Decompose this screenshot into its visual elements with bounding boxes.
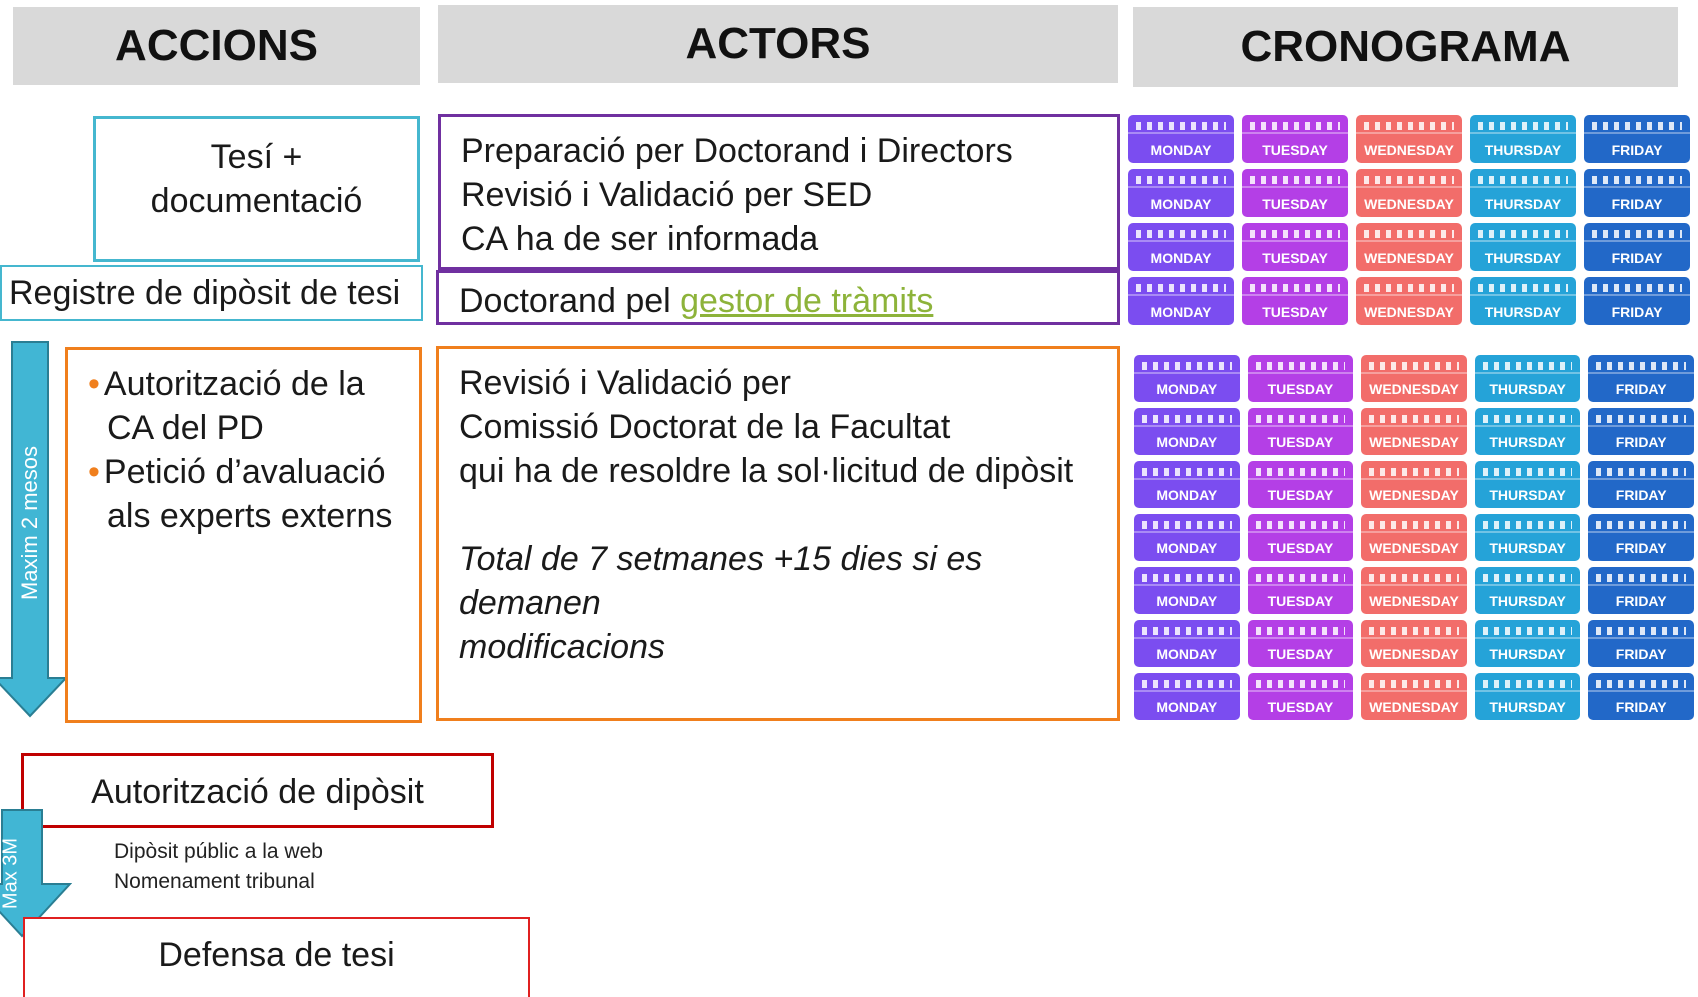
calendar-day-wednesday: WEDNESDAY: [1361, 461, 1467, 508]
calendar-day-thursday: THURSDAY: [1470, 169, 1576, 217]
calendar-day-friday: FRIDAY: [1584, 223, 1690, 271]
calendar-day-wednesday: WEDNESDAY: [1356, 277, 1462, 325]
calendar-day-thursday: THURSDAY: [1474, 355, 1581, 402]
calendar-day-wednesday: WEDNESDAY: [1361, 355, 1467, 402]
calendar-day-thursday: THURSDAY: [1474, 461, 1581, 508]
calendar-day-monday: MONDAY: [1134, 567, 1240, 614]
total-line1: Total de 7 setmanes +15 dies si es deman…: [459, 540, 983, 622]
defensa-label: Defensa de tesi: [158, 936, 395, 974]
bullet-item-peticio: •Petició d’avaluació: [88, 453, 386, 491]
calendar-day-wednesday: WEDNESDAY: [1361, 620, 1467, 667]
calendar-day-wednesday: WEDNESDAY: [1356, 223, 1462, 271]
autoritzacio-diposit-box: Autorització de dipòsit: [21, 753, 494, 828]
tesi-label-line2: documentació: [150, 182, 363, 220]
bullet-item-peticio-cont: als experts externs: [107, 497, 393, 535]
calendar-day-thursday: THURSDAY: [1470, 223, 1576, 271]
diposit-public-text: Dipòsit públic a la web: [114, 840, 323, 863]
calendar-day-thursday: THURSDAY: [1474, 514, 1581, 561]
calendar-day-thursday: THURSDAY: [1470, 115, 1576, 163]
bullet-item-autoritzacio: •Autorització de la: [88, 365, 365, 403]
gestor-tramits-link[interactable]: gestor de tràmits: [680, 282, 934, 320]
actors-line2: Revisió i Validació per SED: [461, 176, 873, 214]
doctorand-prefix: Doctorand pel: [459, 282, 681, 320]
calendar-day-friday: FRIDAY: [1588, 514, 1694, 561]
calendar-day-wednesday: WEDNESDAY: [1361, 567, 1467, 614]
registre-label: Registre de dipòsit de tesi: [9, 274, 401, 312]
calendar-day-tuesday: TUESDAY: [1242, 115, 1348, 163]
calendar-day-thursday: THURSDAY: [1474, 673, 1581, 720]
actors-revisio-box: Revisió i Validació per Comissió Doctora…: [436, 346, 1120, 721]
max-3-months-arrow: [0, 809, 72, 938]
nomenament-text: Nomenament tribunal: [114, 870, 315, 893]
tesi-box: Tesí + documentació: [93, 116, 420, 262]
actors-line3: CA ha de ser informada: [461, 220, 819, 258]
max-3-months-label: Max 3M: [0, 837, 22, 910]
header-acciones: ACCIONS: [13, 7, 420, 85]
max-2-months-label: Maxim 2 mesos: [17, 445, 42, 601]
revisio-line1: Revisió i Validació per: [459, 364, 791, 402]
calendar-day-friday: FRIDAY: [1588, 673, 1694, 720]
calendar-day-friday: FRIDAY: [1588, 461, 1694, 508]
calendar-day-thursday: THURSDAY: [1474, 567, 1581, 614]
total-line2: modificacions: [459, 628, 665, 666]
calendar-day-friday: FRIDAY: [1584, 115, 1690, 163]
calendar-day-monday: MONDAY: [1128, 277, 1234, 325]
calendar-day-thursday: THURSDAY: [1474, 408, 1581, 455]
actors-line1: Preparació per Doctorand i Directors: [461, 132, 1013, 170]
calendar-day-tuesday: TUESDAY: [1247, 355, 1354, 402]
calendar-day-tuesday: TUESDAY: [1247, 408, 1354, 455]
calendar-day-friday: FRIDAY: [1584, 277, 1690, 325]
max-2-months-arrow: [0, 341, 69, 718]
calendar-day-tuesday: TUESDAY: [1242, 169, 1348, 217]
calendar-day-monday: MONDAY: [1134, 355, 1240, 402]
calendar-day-monday: MONDAY: [1134, 673, 1240, 720]
calendar-day-monday: MONDAY: [1128, 223, 1234, 271]
calendar-day-monday: MONDAY: [1134, 514, 1240, 561]
revisio-line3: qui ha de resoldre la sol·licitud de dip…: [459, 452, 1074, 490]
calendar-day-monday: MONDAY: [1134, 461, 1240, 508]
autoritzacio-diposit-label: Autorització de dipòsit: [91, 773, 424, 811]
header-cronograma: CRONOGRAMA: [1133, 7, 1678, 87]
calendar-day-wednesday: WEDNESDAY: [1361, 408, 1467, 455]
calendar-day-friday: FRIDAY: [1588, 355, 1694, 402]
bullet-item-autoritzacio-cont: CA del PD: [107, 409, 264, 447]
calendar-day-friday: FRIDAY: [1588, 620, 1694, 667]
autoritzacio-box: •Autorització de la CA del PD •Petició d…: [65, 347, 422, 723]
calendar-day-monday: MONDAY: [1128, 115, 1234, 163]
tesi-label-line1: Tesí +: [210, 138, 303, 176]
revisio-line2: Comissió Doctorat de la Facultat: [459, 408, 951, 446]
calendar-day-wednesday: WEDNESDAY: [1361, 514, 1467, 561]
calendar-day-friday: FRIDAY: [1584, 169, 1690, 217]
header-actors: ACTORS: [438, 5, 1118, 83]
calendar-day-tuesday: TUESDAY: [1247, 514, 1354, 561]
registre-box: Registre de dipòsit de tesi: [0, 265, 423, 321]
calendar-day-thursday: THURSDAY: [1470, 277, 1576, 325]
calendar-day-tuesday: TUESDAY: [1247, 673, 1354, 720]
calendar-day-friday: FRIDAY: [1588, 567, 1694, 614]
actors-preparacio-box: Preparació per Doctorand i Directors Rev…: [438, 114, 1120, 270]
defensa-box: Defensa de tesi: [23, 917, 530, 997]
calendar-day-tuesday: TUESDAY: [1247, 567, 1354, 614]
calendar-day-monday: MONDAY: [1134, 620, 1240, 667]
calendar-day-tuesday: TUESDAY: [1242, 223, 1348, 271]
calendar-day-wednesday: WEDNESDAY: [1356, 115, 1462, 163]
calendar-day-tuesday: TUESDAY: [1247, 461, 1354, 508]
calendar-day-wednesday: WEDNESDAY: [1356, 169, 1462, 217]
calendar-day-tuesday: TUESDAY: [1247, 620, 1354, 667]
calendar-day-monday: MONDAY: [1134, 408, 1240, 455]
calendar-day-monday: MONDAY: [1128, 169, 1234, 217]
actors-doctorand-box: Doctorand pel gestor de tràmits: [436, 270, 1120, 325]
calendar-day-friday: FRIDAY: [1588, 408, 1694, 455]
calendar-day-tuesday: TUESDAY: [1242, 277, 1348, 325]
calendar-day-wednesday: WEDNESDAY: [1361, 673, 1467, 720]
calendar-day-thursday: THURSDAY: [1474, 620, 1581, 667]
